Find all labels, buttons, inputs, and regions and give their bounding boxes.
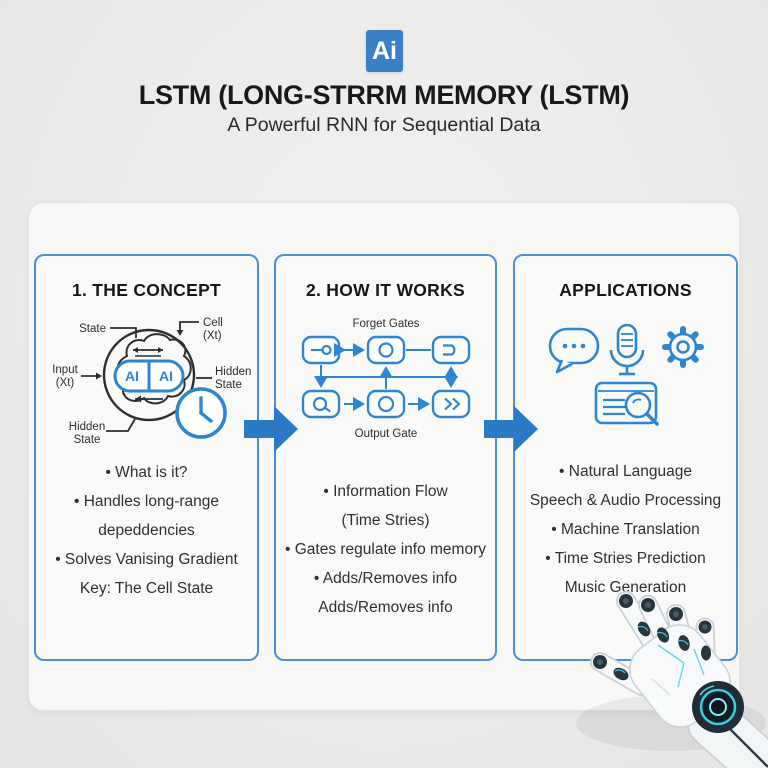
list-item: Speech & Audio Processing <box>529 492 722 509</box>
label-hidden-bottom-line1: Hidden <box>68 421 104 433</box>
ai-pill-left-label: AI <box>125 368 139 384</box>
label-state: State <box>79 323 106 335</box>
clock-hand-hour <box>198 411 213 423</box>
robot-hand-image <box>576 591 768 768</box>
chat-bubble-icon <box>548 327 599 374</box>
list-item: (Time Stries) <box>341 512 430 529</box>
panel-the-concept-title: 1. THE CONCEPT <box>71 280 222 300</box>
connector-cell <box>178 321 199 333</box>
applications-icons <box>548 323 704 426</box>
connector-input-arrowhead <box>95 372 102 380</box>
gate-glyph-bracket <box>442 344 455 356</box>
ai-pill-right-label: AI <box>159 368 173 384</box>
list-item: • Time Stries Prediction <box>545 550 706 567</box>
list-item: • Machine Translation <box>551 521 700 538</box>
list-item: Music Generation <box>564 579 687 596</box>
applications-bullet-list: • Natural Language Speech & Audio Proces… <box>515 457 736 602</box>
list-item: • Gates regulate info memory <box>285 541 486 558</box>
brain-ai-clock-diagram: AI AI State Cell (Xt) Input (Xt) Hidden … <box>52 317 251 446</box>
gate-glyph-circle-top <box>377 342 394 358</box>
list-item: Key: The Cell State <box>79 580 214 597</box>
panel-applications: APPLICATIONS <box>513 254 738 661</box>
list-item: • Natural Language <box>559 463 692 480</box>
gate-glyph-dash-circle-dot <box>320 344 332 356</box>
list-item: • Information Flow <box>323 483 448 500</box>
connector-hidden-bottom <box>105 418 136 432</box>
how-it-works-bullet-list: • Information Flow (Time Stries) • Gates… <box>276 477 495 622</box>
list-item: Adds/Removes info <box>318 599 453 616</box>
gate-glyph-loop-tail <box>322 406 331 413</box>
list-item: • Handles long-range <box>73 493 220 510</box>
gates-flow-diagram: Forget Gates <box>301 318 470 440</box>
infographic-card: 1. THE CONCEPT AI AI State Cell <box>28 202 740 711</box>
gate-glyph-loop <box>312 396 327 412</box>
microphone-icon <box>609 323 644 376</box>
search-document-icon <box>594 381 659 426</box>
concept-bullet-list: • What is it? • Handles long-range deped… <box>36 458 257 603</box>
page-subtitle: A Powerful RNN for Sequential Data <box>227 114 541 136</box>
forget-gates-label: Forget Gates <box>352 318 419 330</box>
label-cell-line1: Cell <box>203 317 223 329</box>
panel-how-it-works-title: 2. HOW IT WORKS <box>305 280 466 300</box>
label-hidden-bottom-line2: State <box>73 434 100 446</box>
gear-icon <box>661 326 704 368</box>
concept-circle <box>102 328 195 422</box>
brain-inner-arrowhead-right <box>157 347 163 353</box>
brain-inner-arrowhead-bottom <box>134 395 141 403</box>
brain-inner-arrowhead-left <box>132 347 138 353</box>
flow-arrow-icon <box>244 406 298 452</box>
label-hidden-right-line1: Hidden <box>215 366 251 378</box>
panel-how-it-works: 2. HOW IT WORKS Forget Gates <box>274 254 497 661</box>
label-input-line2: (Xt) <box>55 377 74 389</box>
list-item: depeddencies <box>98 522 195 539</box>
label-cell-line2: (Xt) <box>203 330 222 342</box>
gate-glyph-chevrons <box>443 397 460 411</box>
flow-arrow-icon <box>484 406 538 452</box>
gate-box <box>366 335 405 365</box>
page-title: LSTM (LONG-STRRM MEMORY (LSTM) <box>138 80 630 110</box>
panel-applications-title: APPLICATIONS <box>559 280 692 300</box>
ai-logo-badge: Ai <box>366 30 403 72</box>
gate-box <box>301 389 340 419</box>
label-hidden-right-line2: State <box>215 379 242 391</box>
gate-box <box>431 335 470 365</box>
gate-glyph-circle-bottom <box>377 395 394 413</box>
gate-box <box>366 389 405 419</box>
brain-icon <box>115 333 192 405</box>
list-item: • Solves Vanising Gradient <box>55 551 238 568</box>
output-gate-label: Output Gate <box>354 428 417 440</box>
connector-cell-arrowhead <box>176 330 183 336</box>
ai-logo-text: Ai <box>372 36 397 65</box>
panel-the-concept: 1. THE CONCEPT AI AI State Cell <box>34 254 259 661</box>
list-item: • Adds/Removes info <box>313 570 458 587</box>
label-input-line1: Input <box>52 364 78 376</box>
connector-state <box>109 327 137 338</box>
list-item: • What is it? <box>105 464 188 481</box>
